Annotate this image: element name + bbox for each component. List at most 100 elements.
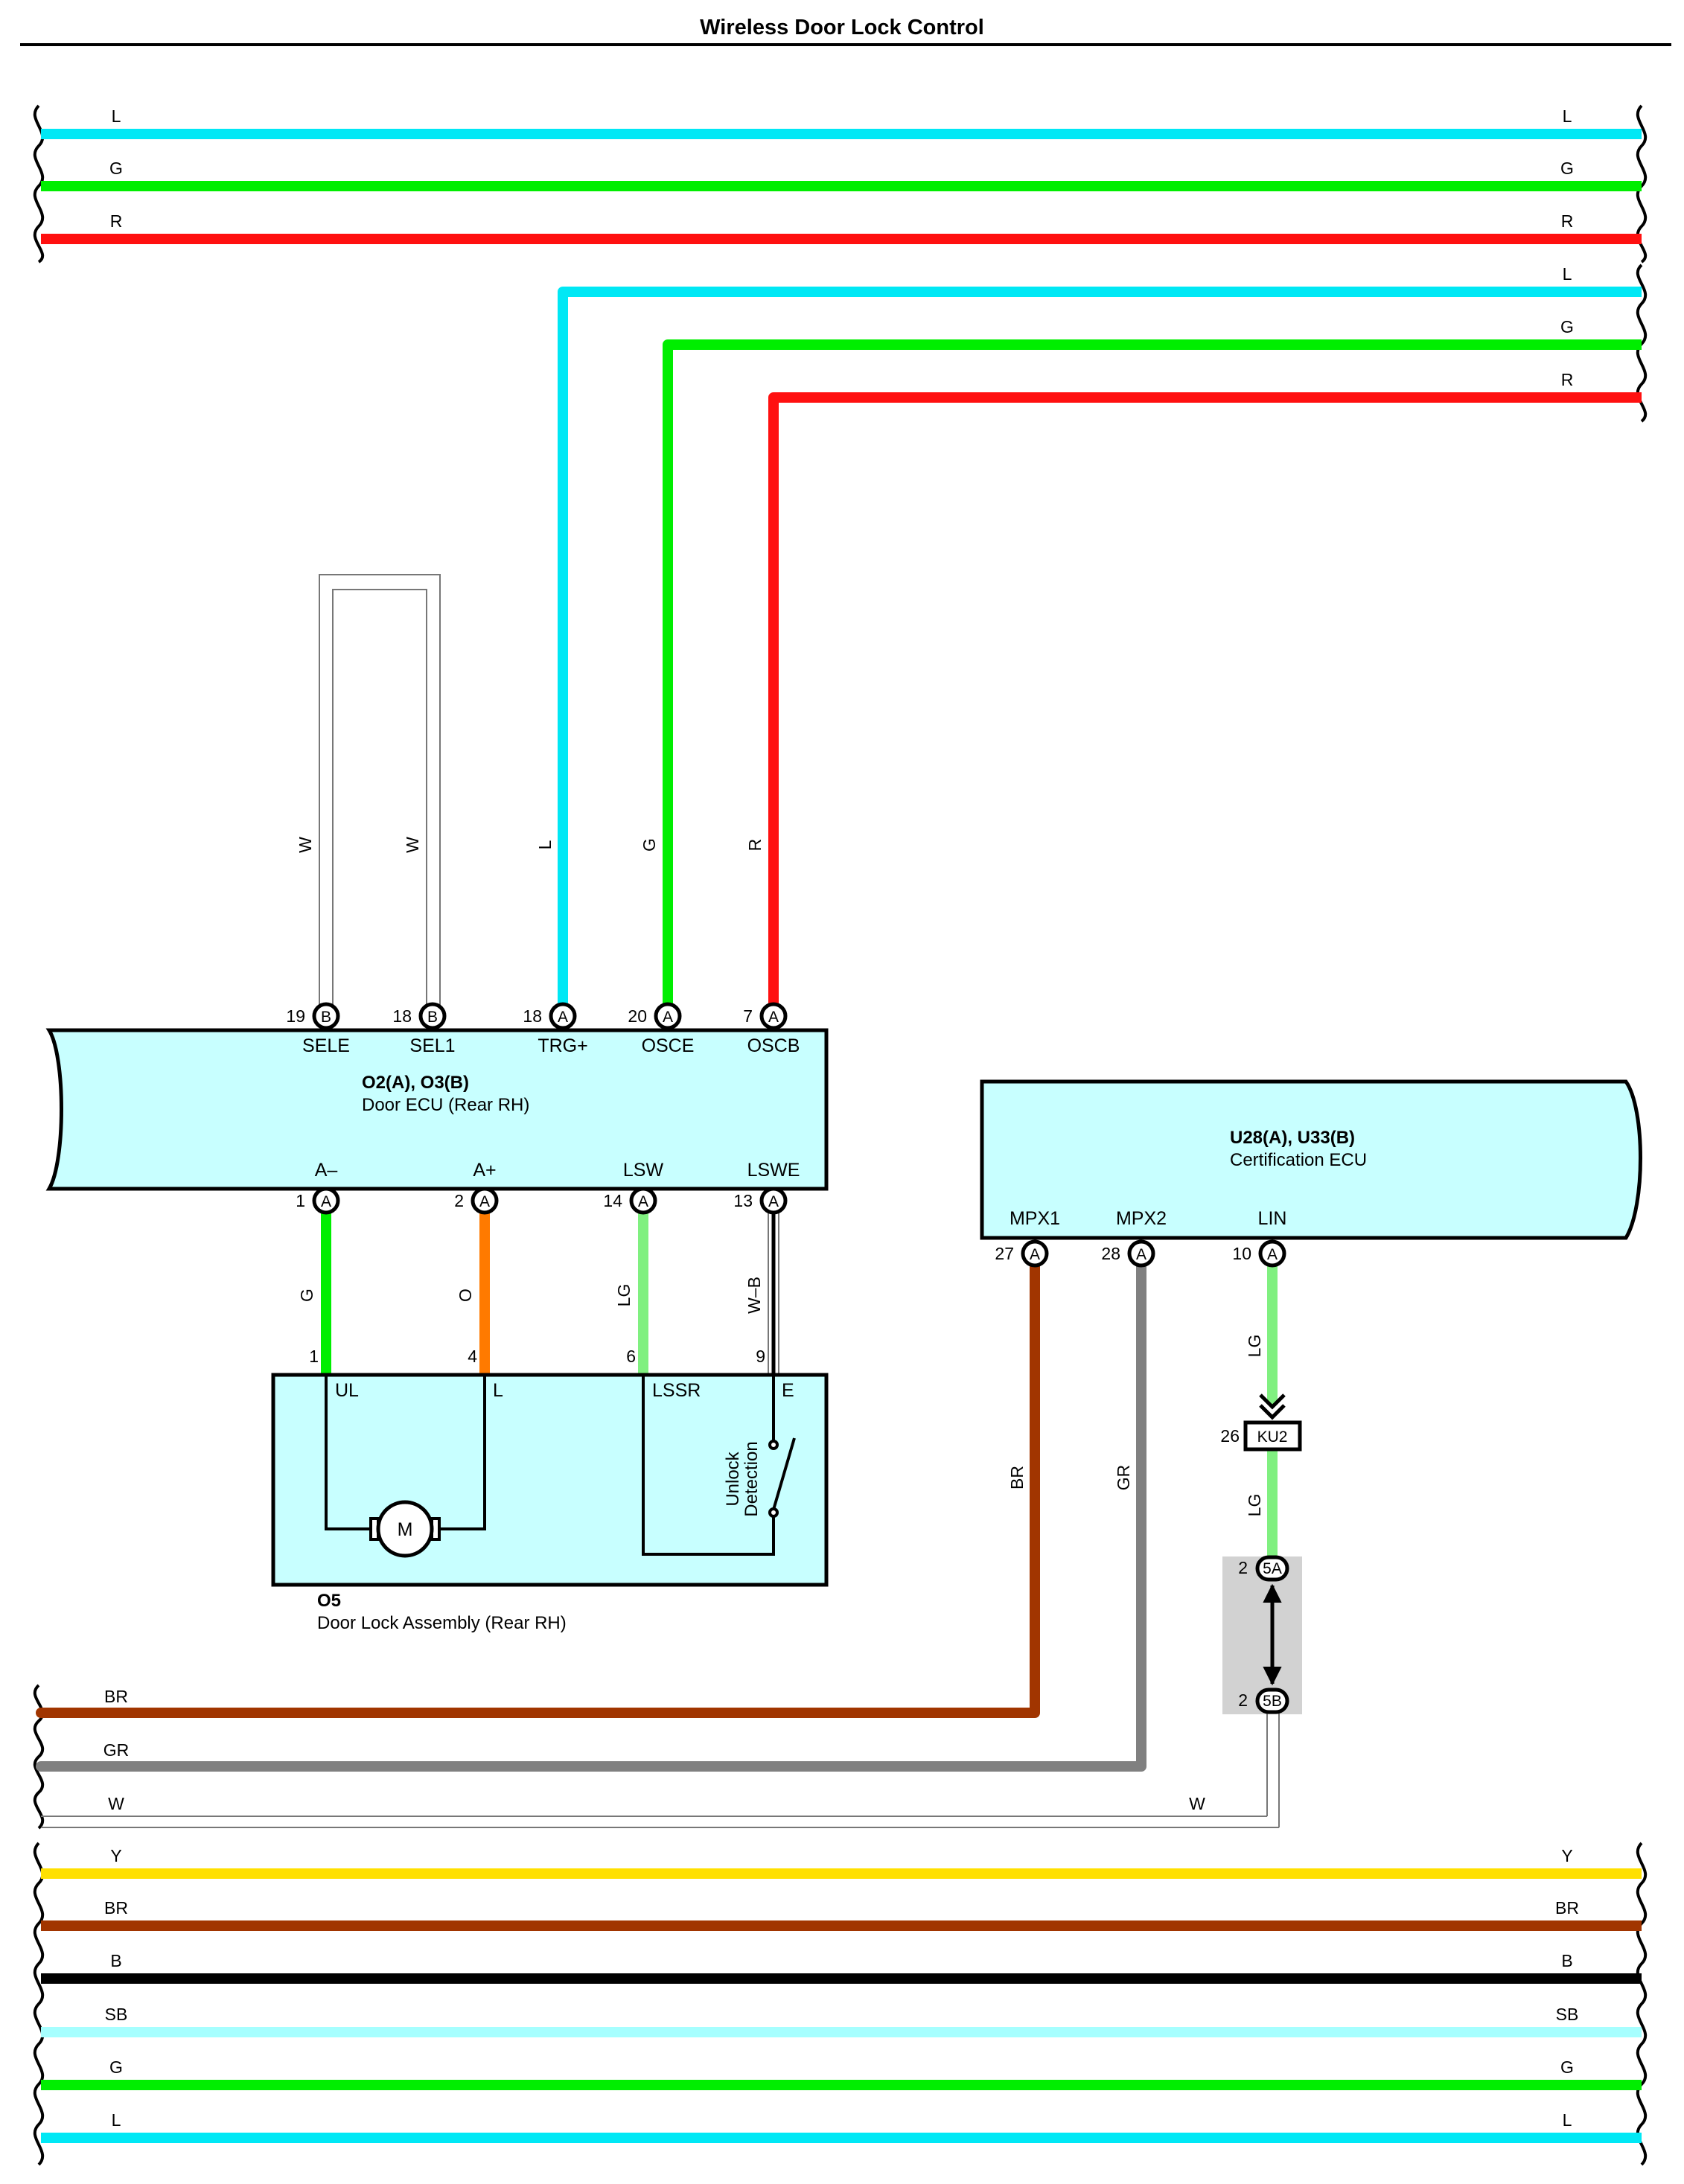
- terminal-name-a-minus: A–: [315, 1160, 338, 1181]
- branch-wire-R: [768, 392, 1642, 1016]
- terminal-name-lswe: LSWE: [747, 1160, 800, 1181]
- pin-number: 28: [1101, 1244, 1120, 1263]
- terminal-name: TRG+: [538, 1035, 587, 1056]
- bottom-wire-label-left: SB: [105, 2005, 128, 2024]
- wire-label-o: O: [456, 1289, 475, 1302]
- door-ecu-name: Door ECU (Rear RH): [362, 1095, 529, 1115]
- motor-label: M: [398, 1519, 413, 1540]
- lock-pin-6: 6: [626, 1347, 636, 1366]
- bottom-wire-label-left: Y: [110, 1846, 121, 1865]
- wire-label-gr-vertical: GR: [1114, 1465, 1133, 1491]
- connector-letter: B: [321, 1009, 331, 1026]
- door-ecu-code: O2(A), O3(B): [362, 1073, 469, 1093]
- pin-number: 20: [628, 1006, 647, 1026]
- unlock-detection-switch: [642, 1375, 796, 1556]
- lock-pin-1: 1: [309, 1347, 319, 1366]
- terminal-sele: 19 B SELE: [286, 1002, 350, 1056]
- loop-wire-label-right: W: [403, 837, 422, 853]
- pin-number: 10: [1232, 1244, 1251, 1263]
- pin-number: 14: [603, 1191, 622, 1210]
- branch-label-G: G: [640, 838, 659, 852]
- cert-ecu-code: U28(A), U33(B): [1230, 1128, 1355, 1148]
- connector-letter: A: [663, 1009, 673, 1026]
- bottom-wire-label-right: L: [1563, 2110, 1572, 2130]
- bottom-wire-label-right: G: [1560, 2057, 1574, 2077]
- pin-number: 1: [296, 1191, 305, 1210]
- lower-wire-label-w-left: W: [108, 1794, 124, 1813]
- lower-wire-label-br: BR: [104, 1687, 128, 1706]
- switch-label-line2: Detection: [741, 1441, 762, 1516]
- terminal-name-mpx1: MPX1: [1010, 1208, 1060, 1229]
- wire-label-br-vertical: BR: [1007, 1466, 1027, 1489]
- switch-label-line1: Unlock: [723, 1451, 743, 1506]
- ecu-to-lock-wires: [321, 1203, 779, 1375]
- terminal-name: OSCE: [642, 1035, 695, 1056]
- door-ecu-bottom-terminals: 1 A 2 A 14 A 13 A: [296, 1187, 788, 1215]
- bottom-wires: Y Y BR BR B B SB SB G G L L: [41, 1846, 1642, 2143]
- connector-letter: A: [558, 1009, 568, 1026]
- bottom-wire-label-left: L: [112, 2110, 121, 2130]
- bottom-wire-label-right: Y: [1561, 1846, 1572, 1865]
- ku2-label: KU2: [1257, 1428, 1288, 1446]
- pin-number: 7: [743, 1006, 753, 1026]
- top-wire-label-left: L: [112, 106, 121, 126]
- ku2-pin: 26: [1220, 1426, 1240, 1446]
- cert-ecu-terminals: 27 A 28 A 10 A: [995, 1239, 1286, 1268]
- connector-letter: A: [1136, 1246, 1146, 1263]
- terminal-name-mpx2: MPX2: [1116, 1208, 1167, 1229]
- branch-wire-label-right: L: [1563, 264, 1572, 284]
- bottom-wire-label-right: SB: [1556, 2005, 1579, 2024]
- wire-label-lg-upper: LG: [1245, 1335, 1264, 1358]
- terminal-trg-plus: 18 A TRG+: [523, 1002, 588, 1056]
- branch-label-R: R: [745, 839, 765, 852]
- bottom-wire-label-right: B: [1561, 1951, 1572, 1970]
- left-break-marks: [33, 104, 45, 2166]
- loop-wire: [319, 574, 441, 1016]
- door-ecu-box: [45, 1028, 829, 1191]
- terminal-name-a-plus: A+: [473, 1160, 496, 1181]
- connector-letter: B: [427, 1009, 438, 1026]
- terminal-name: SEL1: [409, 1035, 455, 1056]
- connector-letter: A: [1267, 1246, 1278, 1263]
- junction-bottom-connector: 5B: [1263, 1693, 1282, 1710]
- motor-circuit: [325, 1375, 486, 1558]
- branch-wire-label-right: G: [1560, 317, 1574, 336]
- diagram-title: Wireless Door Lock Control: [700, 16, 984, 39]
- top-wire-label-right: R: [1561, 211, 1574, 231]
- bottom-wire-label-left: BR: [104, 1898, 128, 1918]
- wire-label-lg-lower: LG: [1245, 1494, 1264, 1517]
- lower-wire-label-w-right: W: [1189, 1794, 1205, 1813]
- pin-number: 18: [392, 1006, 412, 1026]
- branch-wire-L: [558, 287, 1642, 1016]
- connector-letter: A: [768, 1009, 779, 1026]
- connector-letter: A: [1030, 1246, 1040, 1263]
- lock-terminal-ul: UL: [335, 1380, 359, 1401]
- pin-number: 2: [454, 1191, 464, 1210]
- loop-wire-label-left: W: [296, 837, 315, 853]
- bottom-wire-label-left: G: [109, 2057, 123, 2077]
- junction-connector: 5A 5B 2 2: [1222, 1555, 1302, 1827]
- connector-letter: A: [479, 1193, 490, 1210]
- branch-wire-label-right: R: [1561, 370, 1574, 389]
- junction-top-connector: 5A: [1263, 1560, 1282, 1577]
- lock-terminal-e: E: [782, 1380, 794, 1401]
- cert-ecu-box: [980, 1079, 1642, 1240]
- terminal-osce: 20 A OSCE: [628, 1002, 695, 1056]
- junction-top-pin: 2: [1238, 1558, 1248, 1577]
- lock-terminal-l: L: [493, 1380, 503, 1401]
- top-wire-label-left: G: [109, 159, 123, 178]
- branch-wire-G: [663, 339, 1642, 1016]
- door-lock-name: Door Lock Assembly (Rear RH): [317, 1613, 567, 1633]
- top-wire-label-left: R: [110, 211, 123, 231]
- ku2-connector: KU2 26: [1220, 1393, 1302, 1452]
- top-wire-label-right: L: [1563, 106, 1572, 126]
- door-ecu-top-terminals: 19 B SELE 18 B SEL1 18 A TRG+ 20 A OSCE …: [286, 1002, 800, 1056]
- bottom-wire-label-left: B: [110, 1951, 121, 1970]
- lower-wire-label-gr: GR: [103, 1740, 130, 1760]
- junction-bottom-pin: 2: [1238, 1690, 1248, 1710]
- terminal-name-lin: LIN: [1258, 1208, 1287, 1229]
- terminal-name: SELE: [302, 1035, 350, 1056]
- bottom-wire-label-right: BR: [1555, 1898, 1579, 1918]
